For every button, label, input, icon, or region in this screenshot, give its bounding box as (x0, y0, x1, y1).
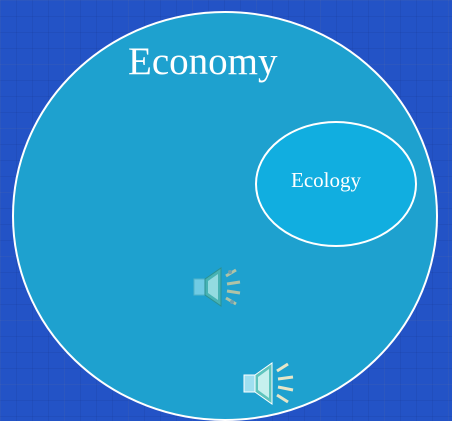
economy-label: Economy (128, 40, 278, 83)
ecology-label: Ecology (291, 168, 361, 192)
economy-circle (12, 11, 438, 421)
ecology-circle (255, 121, 417, 247)
speaker-sound-icon[interactable] (238, 356, 302, 412)
speaker-sound-icon[interactable] (190, 262, 254, 314)
